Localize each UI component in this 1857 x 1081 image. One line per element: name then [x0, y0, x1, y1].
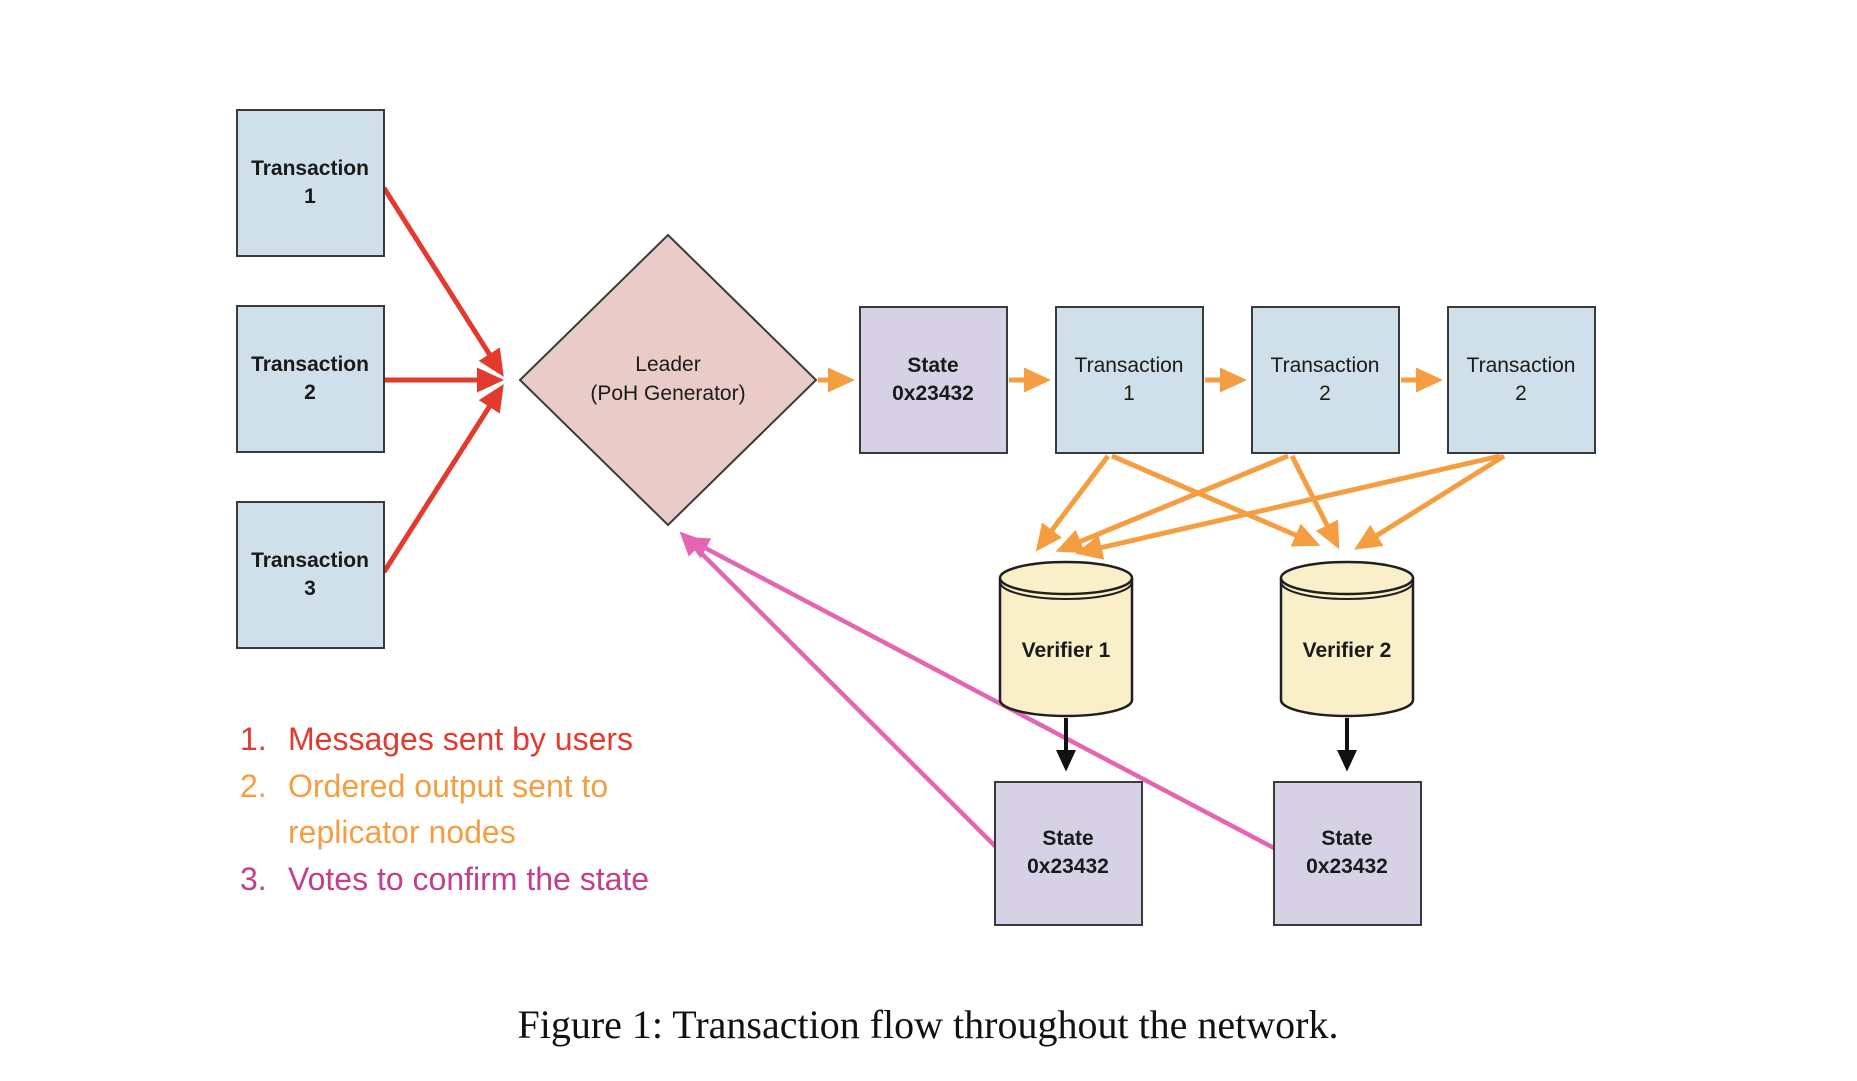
legend-item-3-number: 3.: [240, 861, 267, 897]
chain-transaction-1-number: 1: [1123, 382, 1135, 405]
user-transaction-2-box: [236, 305, 385, 453]
state-head-box: [859, 306, 1008, 454]
state-head-value: 0x23432: [892, 382, 974, 405]
arrow-state-v1-vote-to-leader: [679, 531, 999, 850]
node-user-transaction-3: Transaction 3: [236, 501, 385, 649]
arrow-chain-tx3-to-verifier1: [1075, 453, 1501, 560]
verifier-1-cylinder-rim: [999, 581, 1133, 600]
node-state-verifier-2: State 0x23432: [1273, 781, 1422, 926]
user-transaction-3-box: [236, 501, 385, 649]
node-verifier-2: Verifier 2: [1279, 560, 1415, 718]
user-transaction-1-label: Transaction: [251, 157, 369, 180]
node-chain-transaction-3: Transaction 2: [1447, 306, 1596, 454]
arrow-user-tx1-to-leader: [381, 186, 504, 377]
user-transaction-1-number: 1: [304, 185, 316, 208]
chain-transaction-2-box: [1251, 306, 1400, 454]
arrow-state-v2-vote-to-leader: [684, 537, 1276, 850]
figure-caption: Figure 1: Transaction flow throughout th…: [517, 1002, 1338, 1047]
user-transaction-2-label: Transaction: [251, 353, 369, 376]
verifier-2-label: Verifier 2: [1303, 639, 1392, 662]
verifier-1-cylinder-top: [998, 560, 1134, 596]
legend-item-1-number: 1.: [240, 721, 267, 757]
chain-transaction-1-box: [1055, 306, 1204, 454]
chain-transaction-1-label: Transaction: [1075, 354, 1184, 377]
node-user-transaction-2: Transaction 2: [236, 305, 385, 453]
legend: 1. Messages sent by users 2. Ordered out…: [240, 721, 649, 897]
legend-item-2-number: 2.: [240, 768, 267, 804]
arrow-chain-tx1-to-verifier1: [1035, 454, 1110, 552]
leader-sublabel: (PoH Generator): [590, 382, 745, 405]
verifier-2-cylinder-top: [1279, 560, 1415, 596]
node-chain-transaction-1: Transaction 1: [1055, 306, 1204, 454]
state-verifier-2-box: [1273, 781, 1422, 926]
node-verifier-1: Verifier 1: [998, 560, 1134, 718]
node-user-transaction-1: Transaction 1: [236, 109, 385, 257]
arrow-chain-tx3-to-verifier2: [1354, 453, 1506, 550]
arrow-chain-tx1-to-verifier2: [1111, 453, 1321, 547]
verifier-1-label: Verifier 1: [1022, 639, 1111, 662]
node-leader-poh-generator: Leader (PoH Generator): [518, 233, 818, 527]
user-transaction-2-number: 2: [304, 381, 316, 404]
verifier-1-cylinder-body: [998, 578, 1134, 718]
user-transaction-3-label: Transaction: [251, 549, 369, 572]
legend-item-1-text: Messages sent by users: [288, 721, 633, 757]
node-state-head: State 0x23432: [859, 306, 1008, 454]
leader-label: Leader: [635, 353, 700, 376]
legend-item-2-text-line-1: Ordered output sent to: [288, 768, 608, 804]
user-transaction-3-number: 3: [304, 577, 316, 600]
arrow-chain-tx2-to-verifier1: [1055, 453, 1289, 553]
node-chain-transaction-2: Transaction 2: [1251, 306, 1400, 454]
legend-item-2-text-line-2: replicator nodes: [288, 814, 516, 850]
chain-transaction-3-label: Transaction: [1467, 354, 1576, 377]
node-state-verifier-1: State 0x23432: [994, 781, 1143, 926]
chain-transaction-2-number: 2: [1319, 382, 1331, 405]
verifier-2-cylinder-rim: [1280, 581, 1414, 600]
chain-transaction-3-number: 2: [1515, 382, 1527, 405]
legend-item-3-text: Votes to confirm the state: [288, 861, 649, 897]
state-verifier-1-value: 0x23432: [1027, 855, 1109, 878]
chain-transaction-3-box: [1447, 306, 1596, 454]
chain-transaction-2-label: Transaction: [1271, 354, 1380, 377]
leader-diamond: [518, 233, 818, 527]
state-verifier-1-box: [994, 781, 1143, 926]
state-verifier-2-value: 0x23432: [1306, 855, 1388, 878]
arrow-user-tx3-to-leader: [381, 384, 504, 574]
state-verifier-1-label: State: [1042, 827, 1093, 850]
state-verifier-2-label: State: [1321, 827, 1372, 850]
user-transaction-1-box: [236, 109, 385, 257]
verifier-2-cylinder-body: [1279, 578, 1415, 718]
state-head-label: State: [907, 354, 958, 377]
